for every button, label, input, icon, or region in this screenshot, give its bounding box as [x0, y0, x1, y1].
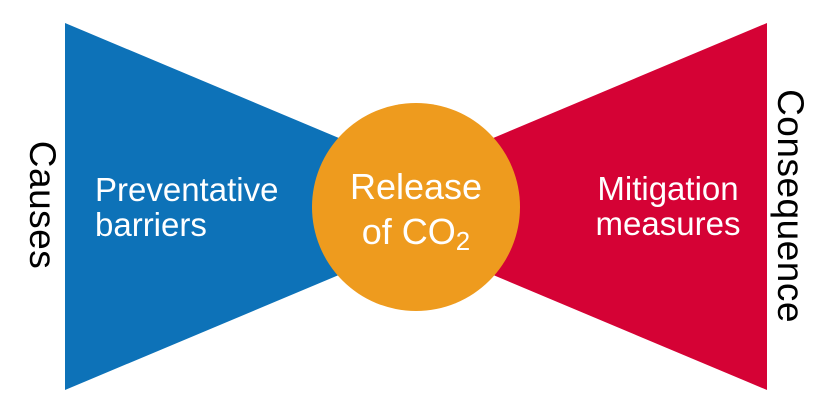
mitigation-measures-label-line2: measures — [595, 205, 741, 242]
co2-subscript: 2 — [455, 227, 471, 256]
release-event-circle-shape — [312, 103, 520, 311]
mitigation-measures-label: Mitigation measures — [595, 170, 741, 242]
preventative-barriers-label: Preventative barriers — [95, 171, 279, 243]
consequence-wedge-shape — [330, 23, 767, 390]
consequence-axis-label: Consequence — [770, 89, 811, 323]
preventative-barriers-label-line2: barriers — [95, 206, 207, 243]
causes-axis-label: Causes — [22, 140, 63, 270]
causes-wedge-shape — [65, 23, 502, 390]
release-event-label-line1: Release — [349, 166, 483, 207]
release-event-label-line2-text: of CO — [361, 211, 456, 252]
preventative-barriers-label-line1: Preventative — [95, 171, 279, 209]
release-event-label: Release of CO2 — [349, 164, 483, 256]
mitigation-measures-label-line1: Mitigation — [597, 170, 739, 208]
release-event-label-line2: of CO2 — [350, 209, 482, 256]
